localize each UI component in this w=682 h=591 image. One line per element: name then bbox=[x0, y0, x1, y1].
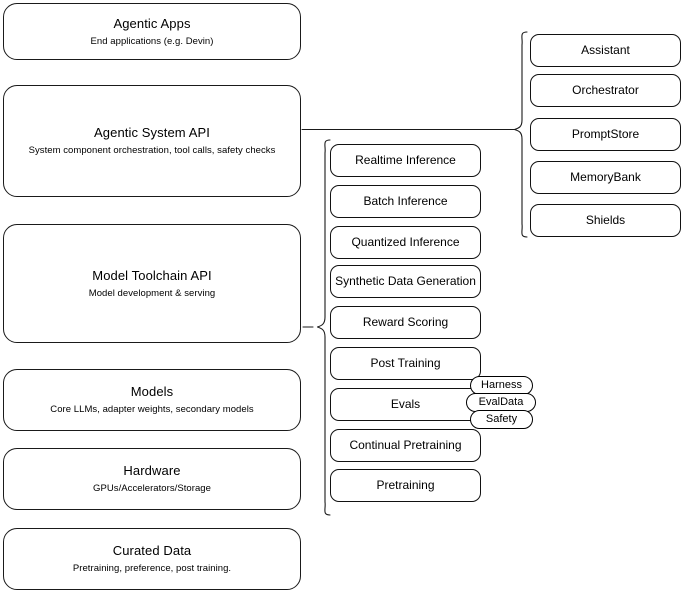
layer-title: Hardware bbox=[123, 463, 181, 478]
chip-label: Pretraining bbox=[376, 478, 435, 492]
toolchain-chip-post-training[interactable]: Post Training bbox=[330, 347, 481, 380]
chip-label: Quantized Inference bbox=[351, 235, 460, 249]
layer-box-agentic-apps[interactable]: Agentic Apps End applications (e.g. Devi… bbox=[3, 3, 301, 60]
layer-box-hardware[interactable]: Hardware GPUs/Accelerators/Storage bbox=[3, 448, 301, 510]
layer-box-model-toolchain-api[interactable]: Model Toolchain API Model development & … bbox=[3, 224, 301, 343]
chip-label: Shields bbox=[585, 213, 626, 227]
layer-subtitle: System component orchestration, tool cal… bbox=[28, 145, 276, 156]
toolchain-chip-reward-scoring[interactable]: Reward Scoring bbox=[330, 306, 481, 339]
bracket-system-components bbox=[513, 31, 528, 238]
layer-subtitle: Core LLMs, adapter weights, secondary mo… bbox=[50, 404, 254, 415]
layer-title: Agentic System API bbox=[94, 125, 210, 140]
toolchain-chip-pretraining[interactable]: Pretraining bbox=[330, 469, 481, 502]
layer-box-agentic-system-api[interactable]: Agentic System API System component orch… bbox=[3, 85, 301, 197]
toolchain-chip-quantized-inference[interactable]: Quantized Inference bbox=[330, 226, 481, 259]
system-chip-orchestrator[interactable]: Orchestrator bbox=[530, 74, 681, 107]
chip-label: Reward Scoring bbox=[362, 315, 449, 329]
layer-subtitle: Pretraining, preference, post training. bbox=[72, 563, 232, 574]
layer-title: Model Toolchain API bbox=[92, 267, 212, 283]
layer-box-models[interactable]: Models Core LLMs, adapter weights, secon… bbox=[3, 369, 301, 431]
chip-label: MemoryBank bbox=[570, 170, 641, 184]
layer-title: Curated Data bbox=[112, 543, 192, 558]
layer-subtitle: Model development & serving bbox=[88, 287, 216, 299]
chip-label: Assistant bbox=[581, 43, 630, 57]
chip-label: PromptStore bbox=[571, 127, 640, 141]
chip-label: Continual Pretraining bbox=[349, 438, 462, 452]
bracket-toolchain-components bbox=[316, 139, 331, 516]
chip-label: Evals bbox=[390, 397, 421, 411]
system-chip-promptstore[interactable]: PromptStore bbox=[530, 118, 681, 151]
layer-subtitle: End applications (e.g. Devin) bbox=[90, 35, 214, 47]
chip-label: Realtime Inference bbox=[355, 153, 456, 167]
chip-label: Synthetic Data Generation bbox=[335, 274, 476, 288]
toolchain-chip-batch-inference[interactable]: Batch Inference bbox=[330, 185, 481, 218]
chip-label: Batch Inference bbox=[363, 194, 448, 208]
toolchain-chip-realtime-inference[interactable]: Realtime Inference bbox=[330, 144, 481, 177]
evals-pill-safety[interactable]: Safety bbox=[470, 410, 533, 429]
chip-label: Post Training bbox=[370, 356, 441, 370]
toolchain-chip-synthetic-data-generation[interactable]: Synthetic Data Generation bbox=[330, 265, 481, 298]
toolchain-chip-continual-pretraining[interactable]: Continual Pretraining bbox=[330, 429, 481, 462]
system-chip-assistant[interactable]: Assistant bbox=[530, 34, 681, 67]
layer-subtitle: GPUs/Accelerators/Storage bbox=[93, 483, 211, 494]
layer-box-curated-data[interactable]: Curated Data Pretraining, preference, po… bbox=[3, 528, 301, 590]
layer-title: Models bbox=[130, 384, 174, 399]
system-chip-memorybank[interactable]: MemoryBank bbox=[530, 161, 681, 194]
system-chip-shields[interactable]: Shields bbox=[530, 204, 681, 237]
layer-title: Agentic Apps bbox=[113, 15, 191, 31]
chip-label: Orchestrator bbox=[572, 83, 639, 97]
toolchain-chip-evals[interactable]: Evals bbox=[330, 388, 481, 421]
